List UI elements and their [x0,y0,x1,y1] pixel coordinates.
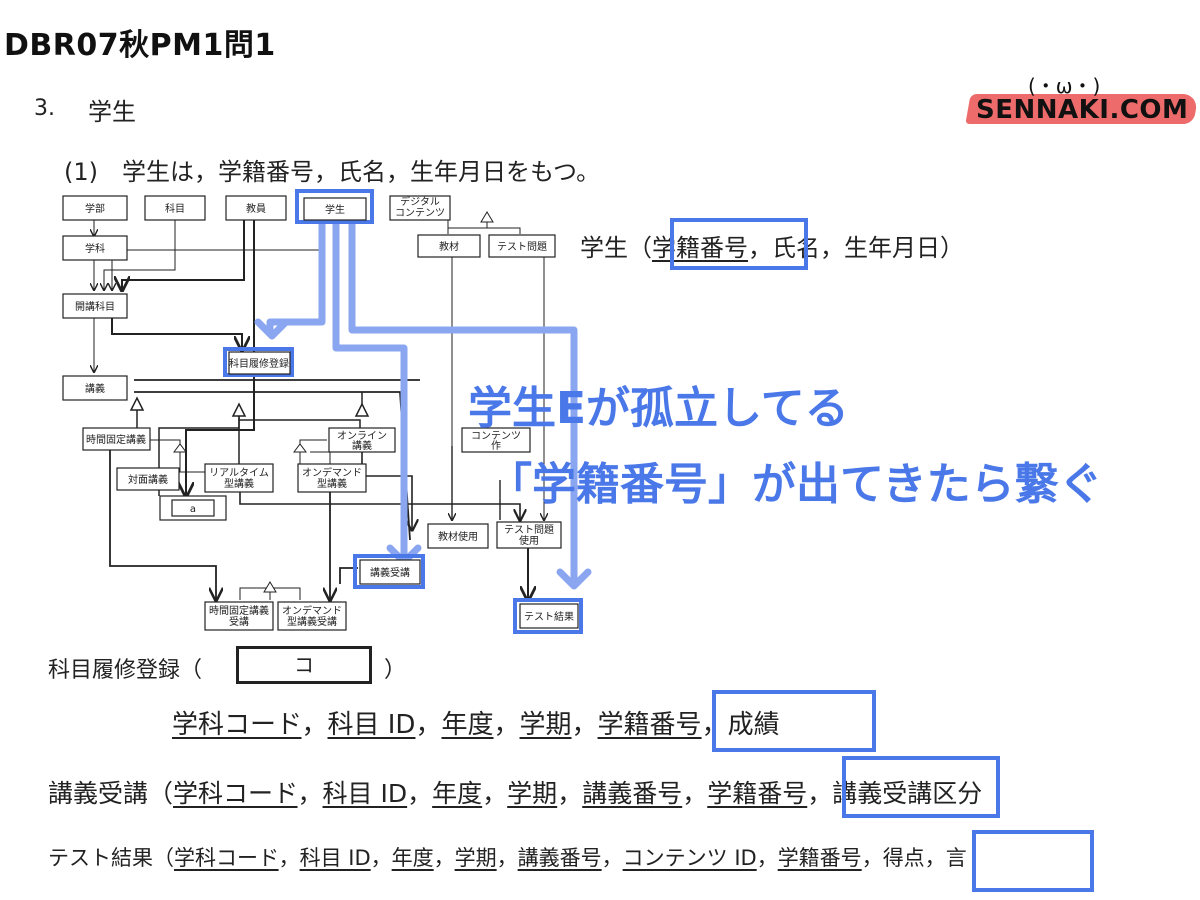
entity-boxes [62,195,579,631]
relation-attr: 年度 [391,846,434,870]
relation-attr: 科目 ID [299,846,371,870]
relation-attr: 成績 [727,710,780,740]
relation-rishu-close: ） [384,658,407,683]
entity-label-online-2: 講義 [352,439,372,452]
relation-attr: 学籍番号 [597,710,702,740]
relation-attr: 学籍番号 [777,846,862,870]
relation-attr: 言 [945,846,967,870]
entity-label-kyozai-shiyou: 教材使用 [438,530,478,543]
relation-attr: コンテンツ ID [622,846,757,870]
relation-attr: 講義受講区分 [832,779,983,808]
student-key-highlight [670,218,808,270]
entity-label-ondemand-1: オンデマンド [302,466,362,479]
kougi-key-highlight [842,756,1000,818]
entity-label-kamoku: 科目 [165,202,185,215]
test-key-highlight [972,830,1094,892]
relation-attr: 学科コード [172,710,302,740]
relation-attr: 講義番号 [582,779,683,808]
relation-attr: 学籍番号 [707,779,808,808]
relation-attr: 得点， [882,846,946,870]
relation-name: 講義受講（ [48,779,174,808]
relation-rishu-name: 科目履修登録（ [48,658,203,683]
entity-label-digital-2: コンテンツ [395,208,445,219]
relation-attr: 講義番号 [517,846,602,870]
relation-student: 学生（学籍番号，氏名，生年月日） [580,228,964,263]
relation-attr: 年度 [441,710,494,740]
entity-label-jikan-jukou-2: 受講 [229,615,249,628]
blank-answer-box: コ [236,646,372,684]
entity-label-kamoku-rishu: 科目履修登録 [229,357,289,370]
student-key-attr: 学籍番号 [652,234,748,262]
relation-attr: 科目 ID [327,710,416,740]
relation-attr: 学期 [454,846,497,870]
annotation-line-2: 「学籍番号」が出てきたら繋ぐ [488,459,1103,510]
relation-rest: ，氏名，生年月日） [748,234,964,262]
requirement-text: (1) 学生は，学籍番号，氏名，生年月日をもつ。 [64,158,601,186]
student-highlight-boxes [223,189,583,634]
logo-text: SENNAKI.COM [976,95,1189,125]
relation-test-kekka: テスト結果（学科コード，科目 ID，年度，学期，講義番号，コンテンツ ID，学籍… [48,846,967,870]
entity-label-digital-1: デジタル [400,195,440,208]
relation-attr: 学科コード [174,846,279,870]
entity-label-jikan-kotei: 時間固定講義 [86,433,146,446]
entity-label-taimen: 対面講義 [128,473,168,486]
entity-label-contents-2: 作 [491,440,501,452]
relation-attr: 科目 ID [322,779,408,808]
entity-label-realtime-1: リアルタイム [209,467,269,479]
entity-label-gakubu: 学部 [85,202,105,215]
entity-label-ondemand-2: 型講義 [317,477,347,490]
entity-labels: 学部科目教員学生デジタルコンテンツ教材テスト問題学科開講科目科目履修登録講義時間… [75,195,574,628]
entity-label-test-mondai: テスト問題 [497,241,547,253]
logo-face: (・ω・) [1028,74,1101,98]
annotation-line-1: 学生Eが孤立してる [468,383,849,434]
entity-label-contents-1: コンテンツ [471,431,521,442]
relation-attr: 年度 [432,779,483,808]
relation-attr: 学期 [507,779,558,808]
relation-kougi-jukou: 講義受講（学科コード，科目 ID，年度，学期，講義番号，学籍番号，講義受講区分 [48,779,983,808]
entity-label-online-1: オンライン [337,430,387,442]
entity-label-realtime-2: 型講義 [224,477,254,490]
entity-label-gakusei: 学生 [325,203,345,216]
entity-label-test-shiyou-2: 使用 [519,534,539,547]
entity-label-kaiko-kamoku: 開講科目 [75,300,115,313]
rishu-key-highlight [712,690,876,752]
entity-label-ondemand-jukou-1: オンデマンド [282,604,342,617]
entity-label-test-shiyou-1: テスト問題 [504,524,554,536]
relation-name: テスト結果（ [48,846,174,870]
page-heading: DBR07秋PM1問1 [4,28,276,63]
entity-label-jikan-jukou-1: 時間固定講義 [209,604,269,617]
relation-name: 学生（ [580,234,652,262]
entity-label-gakka: 学科 [85,242,105,255]
site-logo[interactable]: (・ω・) SENNAKI.COM [965,70,1199,130]
entity-label-kyoin: 教員 [246,202,266,215]
entity-label-test-kekka: テスト結果 [524,610,574,623]
entity-label-kougi-jukou: 講義受講 [370,566,410,579]
relation-attr: 学科コード [173,779,298,808]
relation-attr: 学期 [519,710,572,740]
entity-label-kougi: 講義 [85,382,105,395]
relation-rishu-attrs: 学科コード，科目 ID，年度，学期，学籍番号，成績 [172,710,780,740]
section-number: 3. [34,96,55,121]
entity-label-kyozai: 教材 [439,240,459,253]
entity-label-ondemand-jukou-2: 型講義受講 [287,615,337,628]
section-title: 学生 [88,98,136,126]
entity-label-a-box: a [190,504,196,515]
